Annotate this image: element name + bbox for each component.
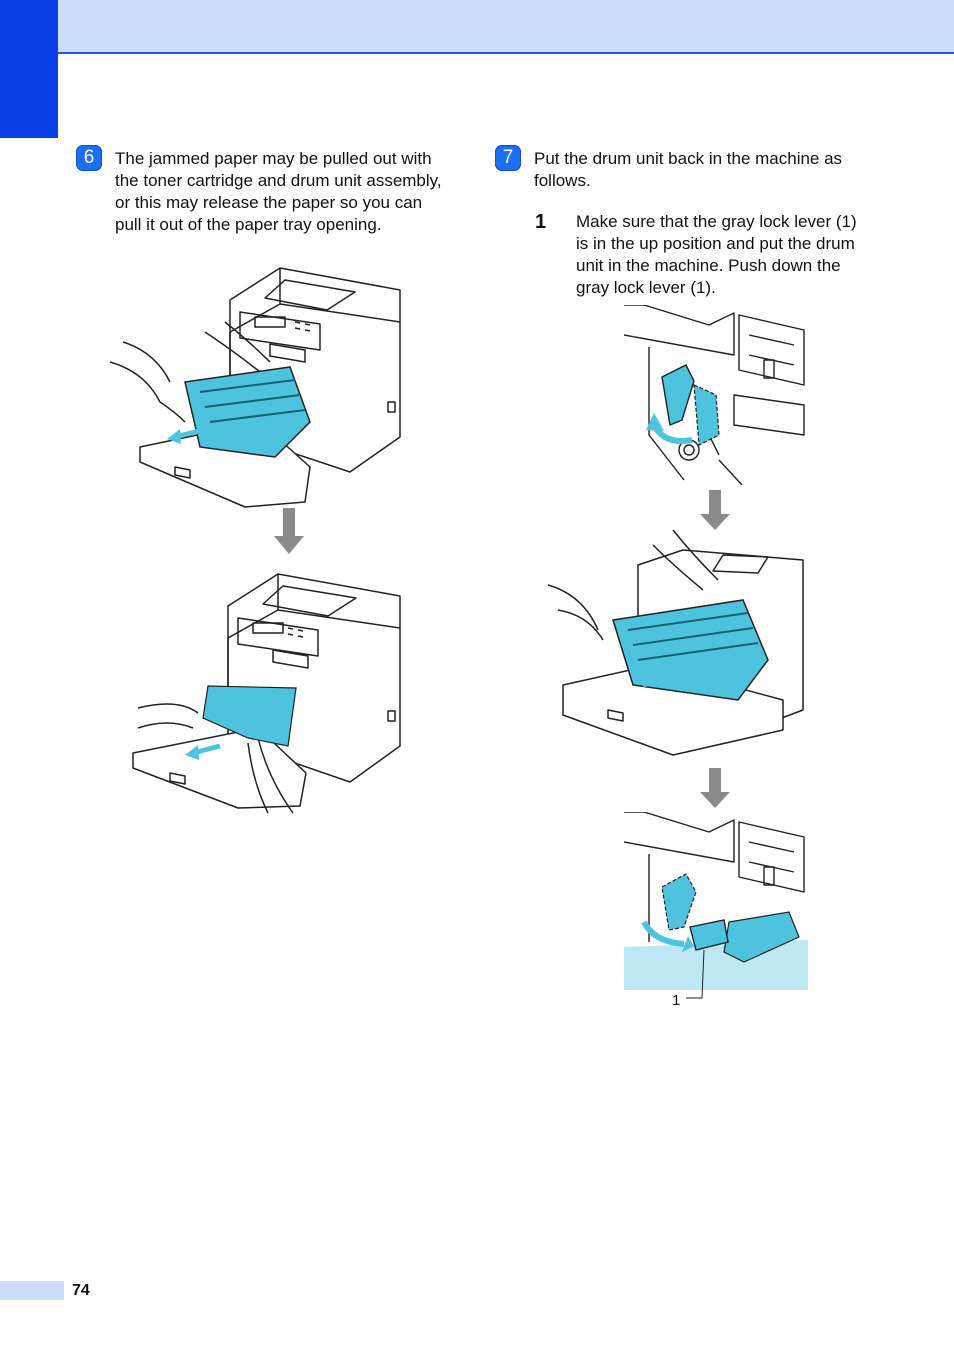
arrow-down-icon	[274, 508, 304, 554]
step-7-badge: 7	[495, 145, 521, 171]
callout-lock-lever-down: 1	[672, 992, 680, 1008]
substep-1-number: 1	[535, 211, 547, 233]
callout-lock-lever-up: 1	[740, 482, 748, 485]
insert-drum-illustration	[547, 529, 804, 756]
lock-lever-down-illustration: 1	[624, 812, 808, 1008]
step-7-text: Put the drum unit back in the machine as…	[534, 149, 843, 190]
arrow-down-icon	[700, 768, 730, 808]
step-6-text: The jammed paper may be pulled out with …	[115, 149, 442, 234]
page-number: 74	[72, 1282, 90, 1299]
lock-lever-up-illustration: 1	[624, 305, 805, 485]
remove-drum-illustration	[109, 267, 401, 508]
footer-band	[0, 1281, 64, 1300]
chapter-tab	[0, 0, 58, 138]
pull-paper-illustration	[132, 573, 401, 814]
step-6-badge: 6	[76, 145, 102, 171]
header-band	[0, 0, 954, 54]
arrow-down-icon	[700, 490, 730, 530]
substep-1-text: Make sure that the gray lock lever (1) i…	[576, 212, 857, 297]
